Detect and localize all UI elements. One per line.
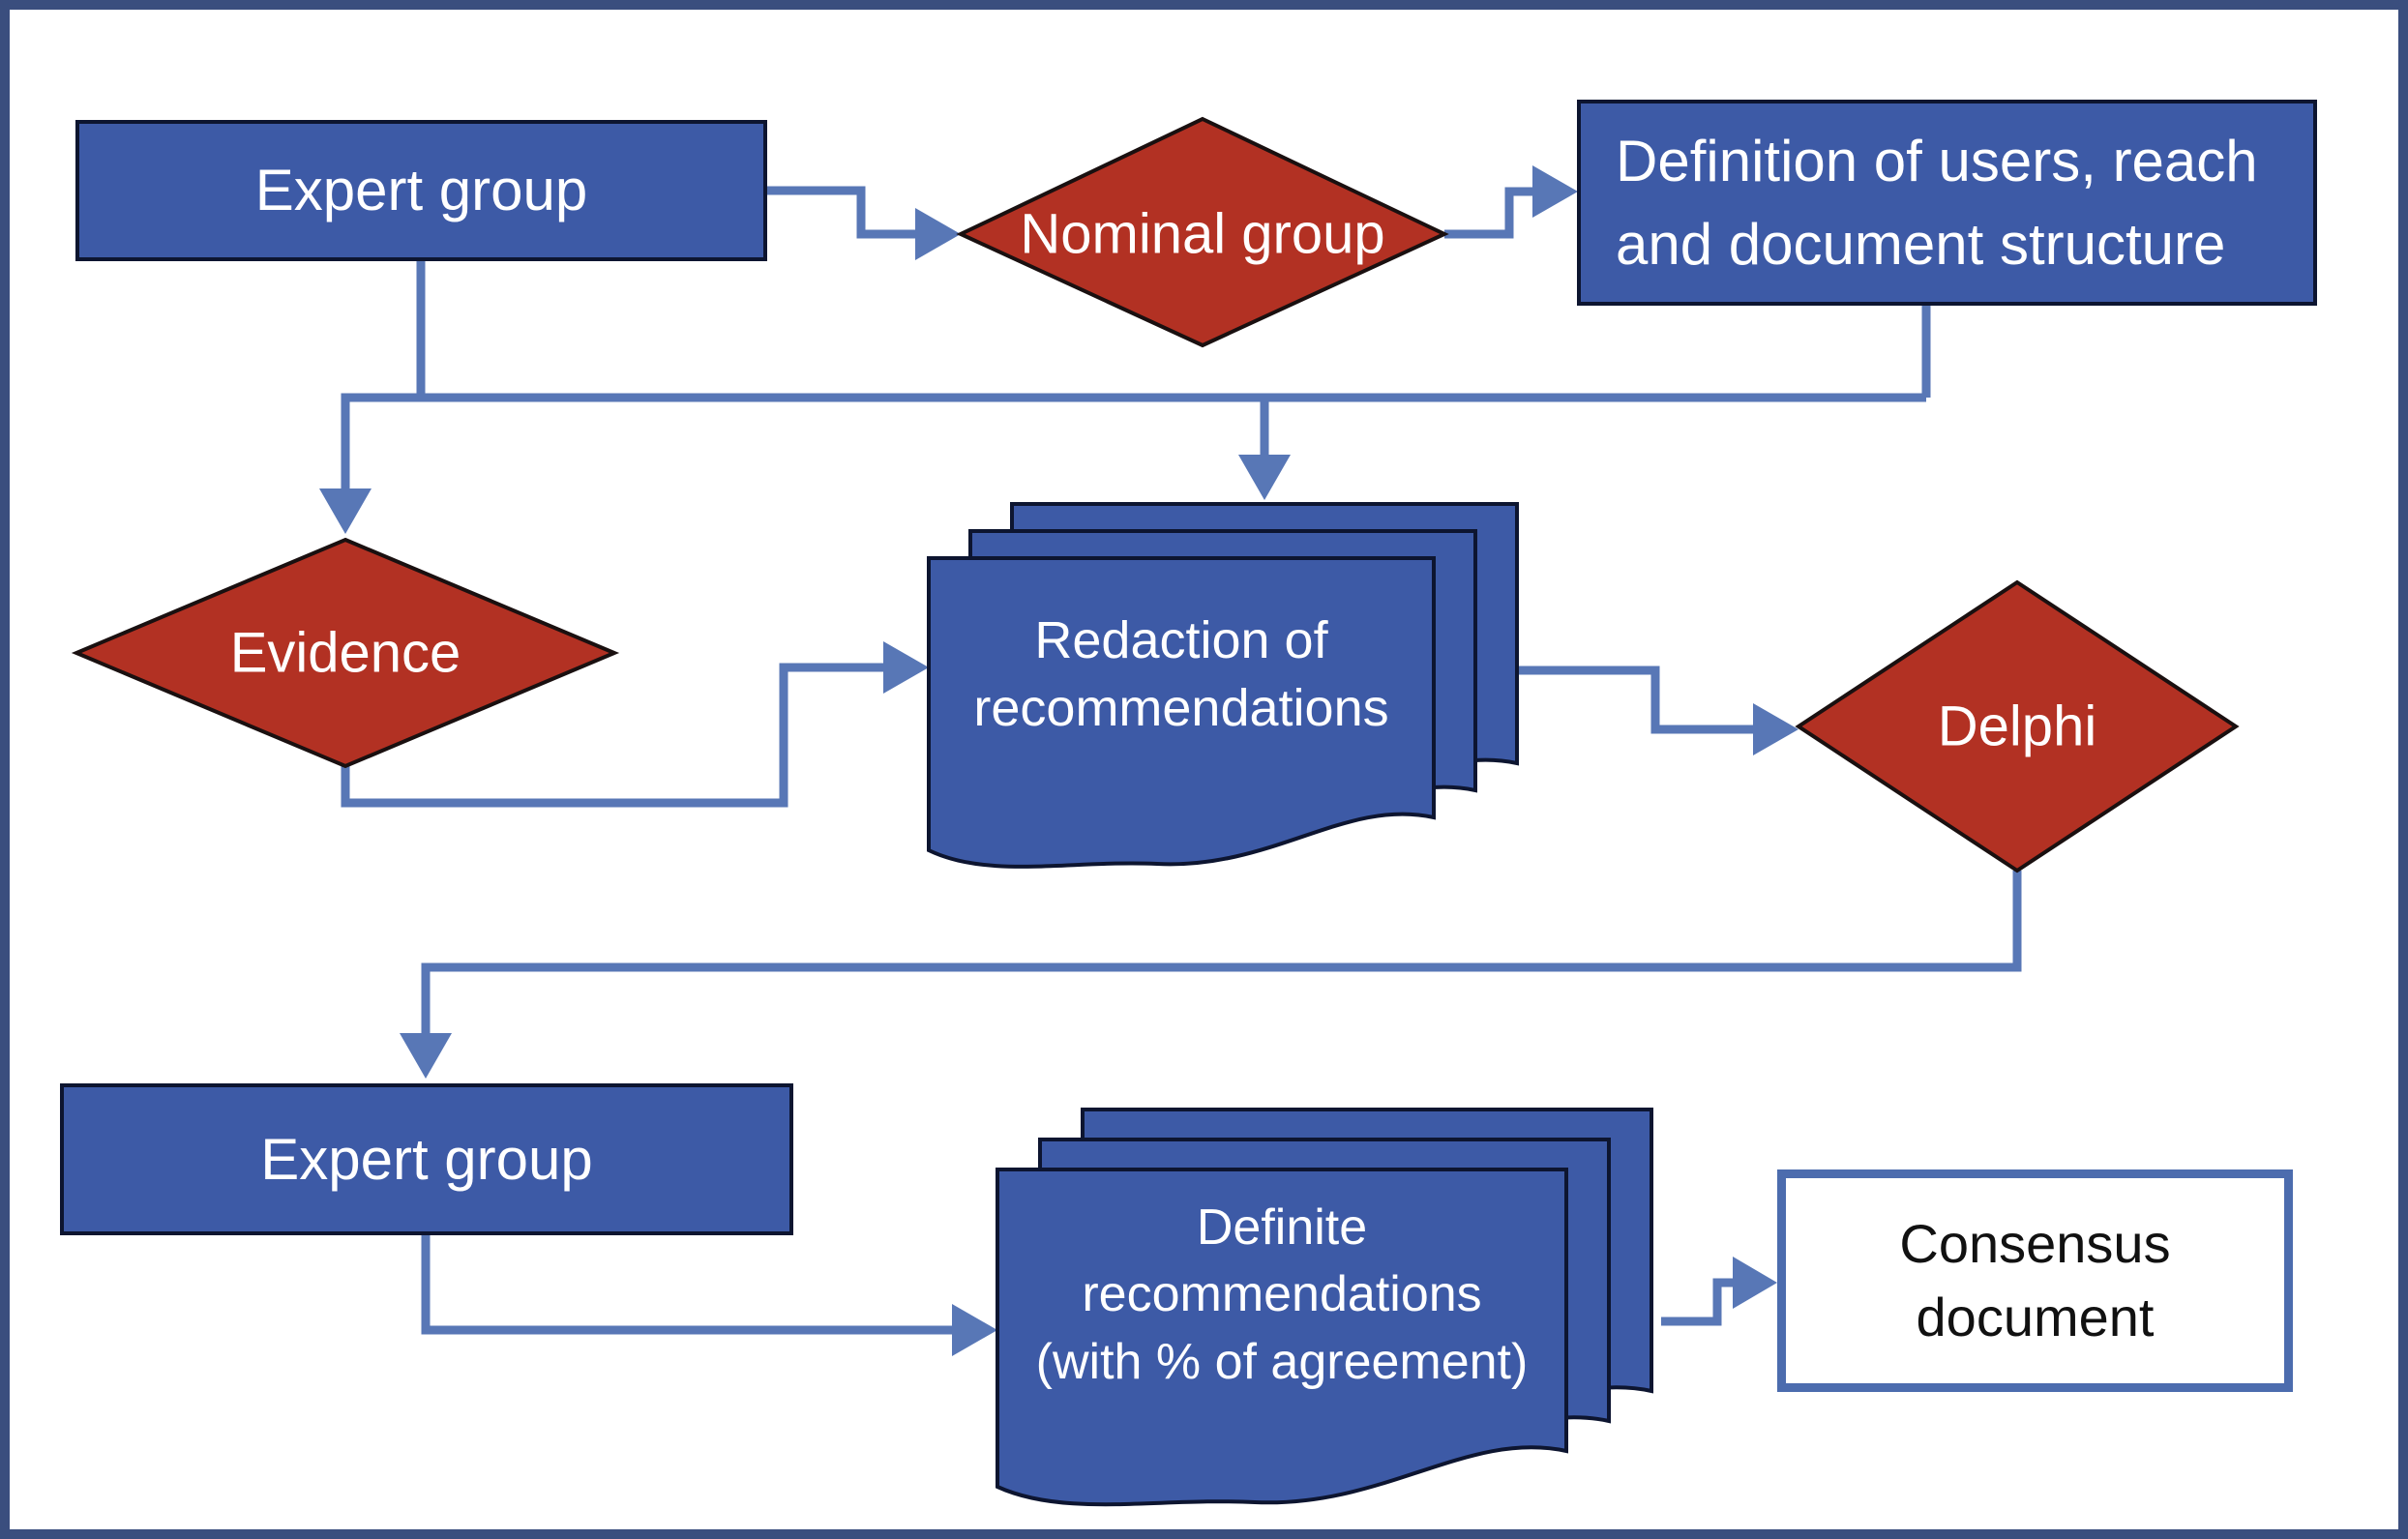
connector-definite-to-consensus xyxy=(1661,1278,1733,1326)
delphi-label: Delphi xyxy=(1937,695,2097,758)
redaction-page-front xyxy=(927,556,1436,869)
definition-label: Definition of users, reach and document … xyxy=(1616,120,2258,284)
redaction-label-line1: Redaction of xyxy=(1034,610,1328,669)
redaction-label-line2: recommendations xyxy=(973,679,1389,737)
arrowhead-into-delphi xyxy=(1753,703,1799,755)
consensus-label-line2: document xyxy=(1916,1287,2155,1347)
flowchart-shapes-layer xyxy=(71,116,2240,1507)
definite-label-line2: recommendations xyxy=(1082,1266,1482,1323)
definite-page-front xyxy=(996,1168,1568,1507)
definition-box: Definition of users, reach and document … xyxy=(1577,100,2317,306)
arrowhead-into-redaction-left xyxy=(883,641,929,694)
connector-delphi-to-expert-bottom xyxy=(421,871,2022,1033)
definition-label-line1: Definition of users, reach xyxy=(1616,129,2258,194)
nominal-group-label: Nominal group xyxy=(1020,202,1385,266)
arrowhead-into-consensus xyxy=(1733,1257,1777,1309)
definite-label-line1: Definite xyxy=(1196,1199,1368,1257)
arrowhead-into-expert-bottom xyxy=(400,1033,452,1079)
arrowhead-into-evidence xyxy=(319,488,372,534)
arrowhead-into-nominal xyxy=(915,208,961,260)
redaction-document-stack xyxy=(927,502,1519,869)
connector-redaction-to-delphi xyxy=(1515,666,1753,734)
arrowhead-into-definite xyxy=(952,1304,997,1356)
consensus-document-box: Consensus document xyxy=(1777,1169,2293,1392)
connector-nominal-to-definition xyxy=(1444,187,1532,239)
connector-trunk-to-evidence xyxy=(341,261,1931,488)
definite-label: Definite recommendations (with % of agre… xyxy=(997,1169,1566,1421)
delphi-diamond xyxy=(1795,579,2240,873)
redaction-label: Redaction of recommendations xyxy=(929,558,1434,790)
connector-evidence-to-redaction xyxy=(341,663,883,808)
arrowhead-into-definition xyxy=(1532,165,1578,218)
consensus-label-line1: Consensus xyxy=(1899,1213,2171,1275)
connector-expert-top-to-nominal xyxy=(767,186,915,239)
evidence-diamond xyxy=(71,537,620,769)
nominal-group-diamond xyxy=(956,116,1449,348)
definite-label-line3: (with % of agreement) xyxy=(1035,1333,1529,1390)
evidence-label: Evidence xyxy=(229,621,461,685)
connector-expert-bottom-to-definite xyxy=(421,1235,952,1335)
expert-group-top-box: Expert group xyxy=(75,120,767,261)
definition-label-line2: and document structure xyxy=(1616,211,2226,277)
expert-group-bottom-label: Expert group xyxy=(260,1126,593,1192)
definite-document-stack xyxy=(996,1108,1653,1507)
arrowhead-into-redaction-top xyxy=(1238,455,1291,500)
expert-group-top-label: Expert group xyxy=(254,158,588,223)
expert-group-bottom-box: Expert group xyxy=(60,1083,793,1235)
